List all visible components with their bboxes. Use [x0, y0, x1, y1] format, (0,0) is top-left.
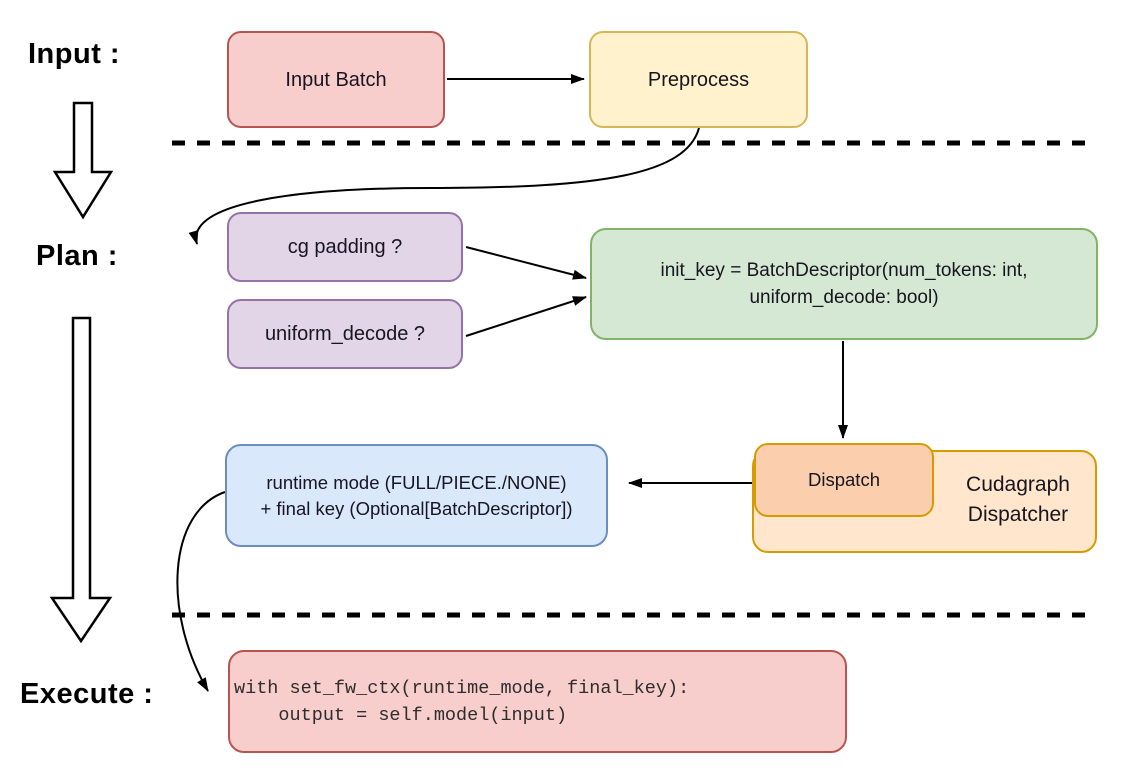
- stage-label-execute: Execute :: [20, 678, 154, 710]
- node-dispatch-label: Dispatch: [808, 469, 880, 490]
- node-preprocess-label: Preprocess: [647, 68, 750, 91]
- arrow-cgpadding-to-initkey: [465, 246, 587, 280]
- arrow-preprocess-to-cgpadding: [188, 127, 700, 245]
- flow-arrow-plan-to-execute: [49, 316, 113, 644]
- flow-arrow-input-to-plan: [52, 101, 114, 220]
- arrow-runtimemode-to-executecode: [176, 491, 226, 692]
- arrow-uniformdecode-to-initkey: [465, 296, 587, 337]
- node-cg-padding-label: cg padding ?: [287, 236, 403, 258]
- node-uniform-decode-label: uniform_decode ?: [264, 323, 426, 345]
- node-input-batch: Input Batch: [227, 31, 445, 128]
- node-runtime-mode-label: runtime mode (FULL/PIECE./NONE) + final …: [260, 471, 573, 519]
- node-execute-code: with set_fw_ctx(runtime_mode, final_key)…: [228, 650, 847, 753]
- node-init-key: init_key = BatchDescriptor(num_tokens: i…: [590, 228, 1098, 340]
- stage-label-plan: Plan :: [36, 240, 118, 272]
- node-init-key-label: init_key = BatchDescriptor(num_tokens: i…: [660, 260, 1028, 308]
- node-runtime-mode: runtime mode (FULL/PIECE./NONE) + final …: [225, 444, 608, 547]
- node-execute-code-text: with set_fw_ctx(runtime_mode, final_key)…: [234, 677, 690, 726]
- node-dispatch: Dispatch: [754, 443, 934, 517]
- stage-label-input: Input :: [28, 38, 121, 70]
- node-cudagraph-dispatcher-label: Cudagraph Dispatcher: [966, 473, 1070, 526]
- node-uniform-decode: uniform_decode ?: [227, 299, 463, 369]
- node-cg-padding: cg padding ?: [227, 212, 463, 282]
- node-input-batch-label: Input Batch: [285, 68, 387, 91]
- node-preprocess: Preprocess: [589, 31, 808, 128]
